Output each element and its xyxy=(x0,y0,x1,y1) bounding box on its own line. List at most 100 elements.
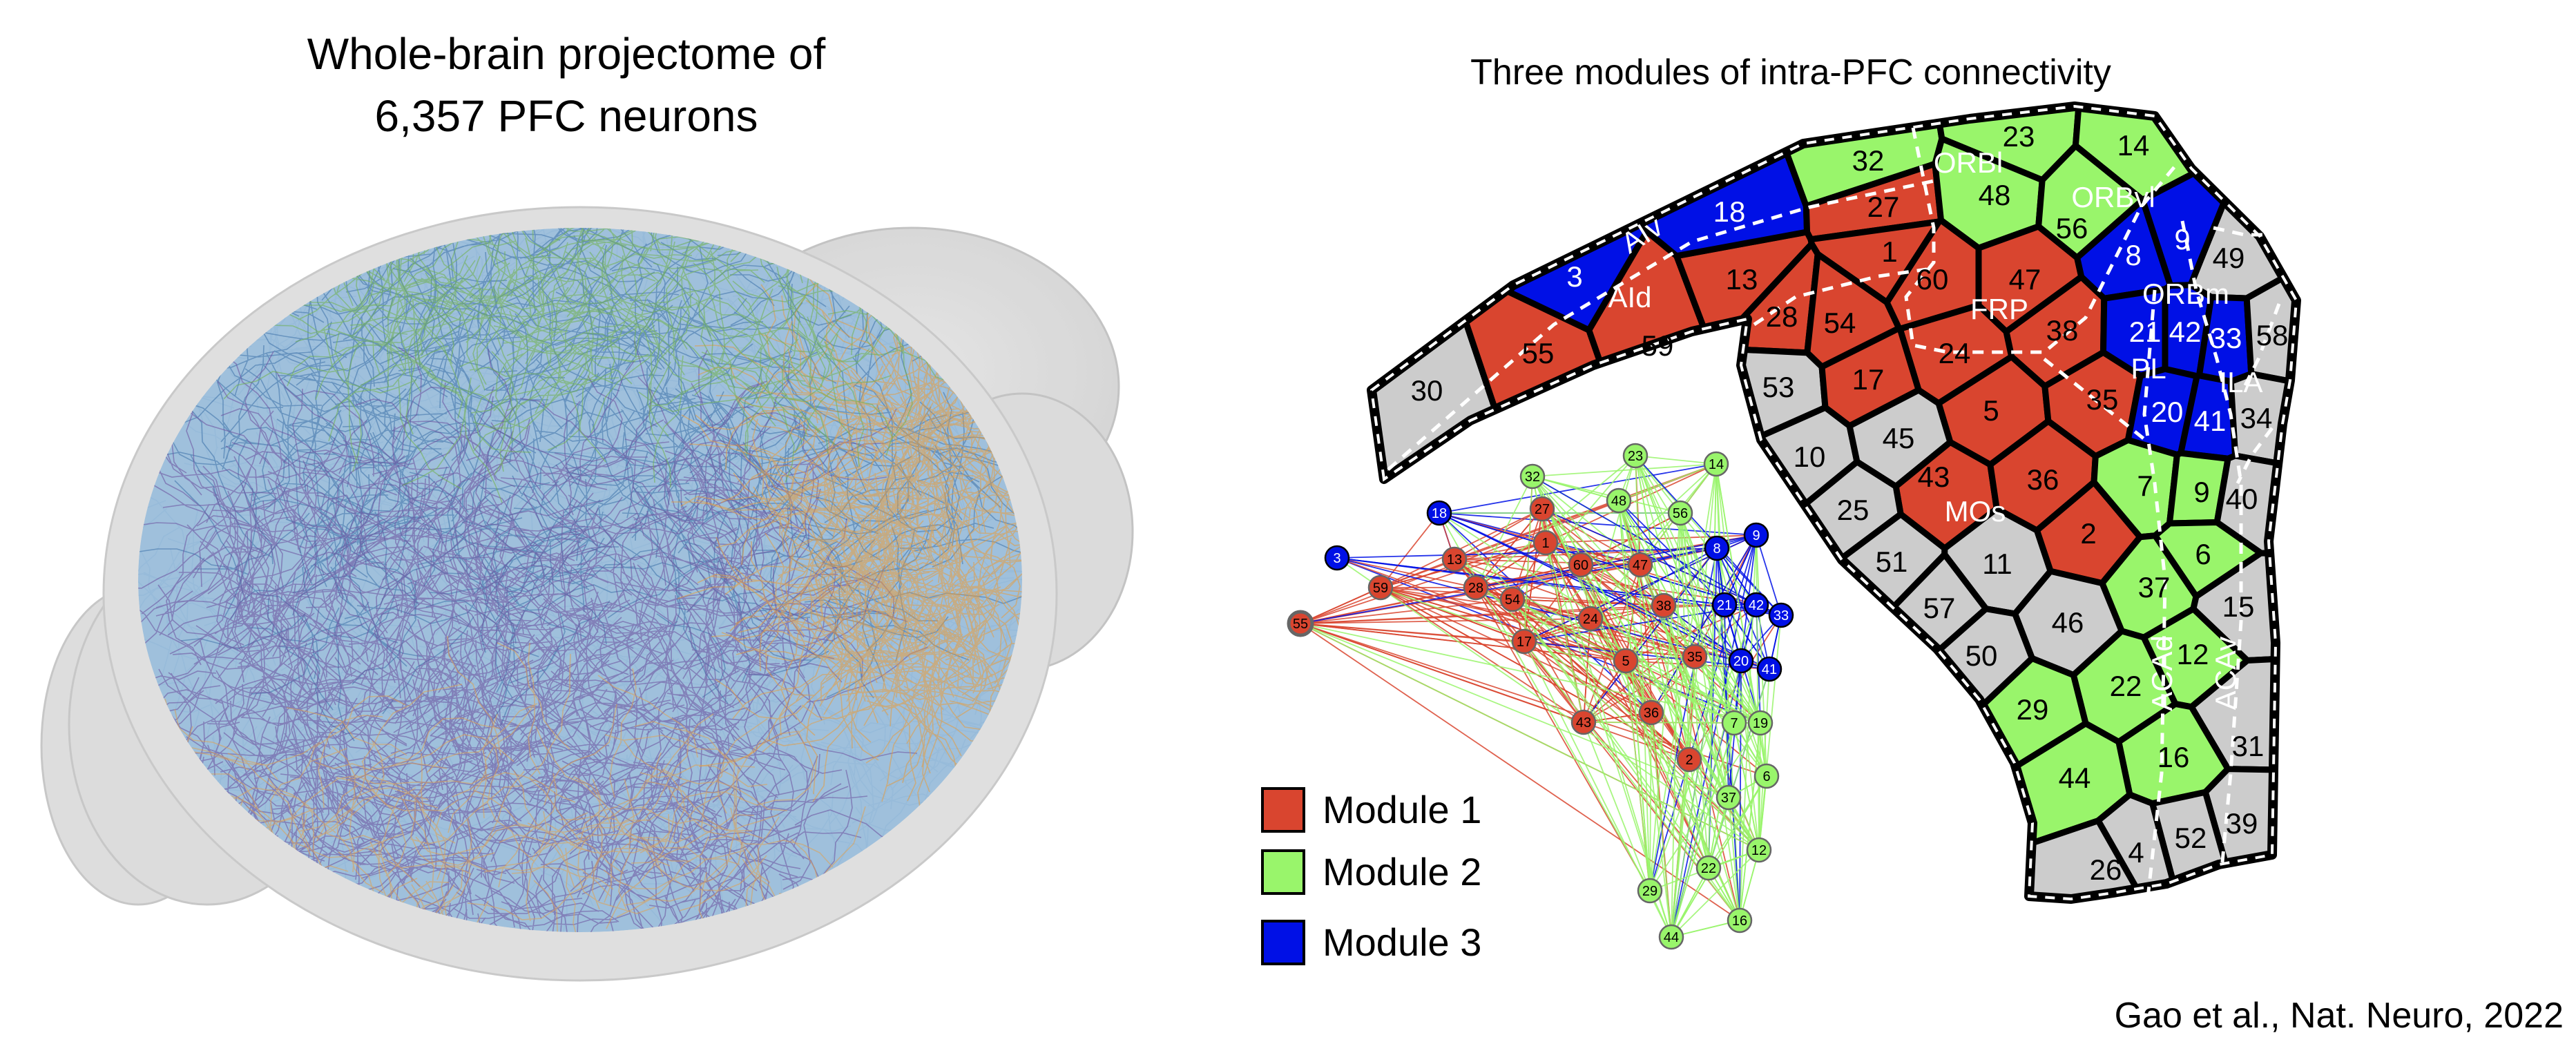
node-label: 33 xyxy=(1774,608,1789,624)
node-circle xyxy=(1682,644,1708,670)
edge-44-to-1 xyxy=(1545,542,1672,938)
node-circle xyxy=(1676,746,1702,773)
flatmap-cell-label: 12 xyxy=(2177,638,2209,670)
edge-2-to-13 xyxy=(1454,559,1690,760)
network-node-55: 55 xyxy=(1287,610,1314,637)
edge-6-to-9 xyxy=(1756,534,1767,777)
flatmap-cell-label: 46 xyxy=(2052,606,2084,639)
node-circle xyxy=(1756,656,1782,682)
edge-14-to-24 xyxy=(1590,463,1717,619)
flatmap-cell-label: 22 xyxy=(2110,670,2142,702)
projections-orange xyxy=(671,253,1022,831)
region-boundary xyxy=(1904,127,2177,354)
node-circle xyxy=(1637,878,1663,904)
flatmap-cell-label: 41 xyxy=(2194,405,2227,437)
node-circle xyxy=(1703,451,1729,477)
network-node-54: 54 xyxy=(1499,586,1526,612)
node-label: 20 xyxy=(1733,654,1749,669)
node-label: 14 xyxy=(1709,457,1724,472)
network-node-12: 12 xyxy=(1746,837,1772,863)
region-label-acav: ACAv xyxy=(2209,637,2242,710)
flatmap-cell-label: 40 xyxy=(2226,483,2258,515)
edge-16-to-19 xyxy=(1739,722,1761,921)
network-node-6: 6 xyxy=(1753,763,1780,789)
edge-27-to-13 xyxy=(1454,508,1543,560)
flatmap-cell-label: 56 xyxy=(2056,212,2088,244)
node-circle xyxy=(1324,545,1350,571)
edge-12-to-41 xyxy=(1758,668,1770,851)
network-node-8: 8 xyxy=(1704,535,1730,561)
network-node-19: 19 xyxy=(1747,710,1774,736)
node-circle xyxy=(1426,500,1452,526)
edge-43-to-54 xyxy=(1512,599,1584,723)
network-node-60: 60 xyxy=(1568,552,1594,578)
node-circle xyxy=(1743,592,1769,618)
edge-9-to-44 xyxy=(1671,534,1757,938)
flatmap-cell-label: 7 xyxy=(2137,470,2153,502)
edge-1-to-28 xyxy=(1475,542,1546,588)
region-label-pl: PL xyxy=(2131,352,2166,385)
network-node-22: 22 xyxy=(1695,855,1722,881)
node-label: 2 xyxy=(1685,753,1693,768)
node-circle xyxy=(1747,710,1774,736)
node-circle xyxy=(1519,463,1546,490)
flatmap-cell-label: 39 xyxy=(2226,807,2258,840)
edge-9-to-33 xyxy=(1756,534,1782,616)
edge-44-to-6 xyxy=(1671,775,1767,938)
edge-60-to-56 xyxy=(1580,512,1681,566)
network-node-48: 48 xyxy=(1606,487,1632,514)
flatmap-cell-label: 51 xyxy=(1876,545,1908,578)
edge-33-to-27 xyxy=(1541,508,1782,616)
edge-8-to-3 xyxy=(1336,548,1718,559)
edge-48-to-32 xyxy=(1532,476,1619,501)
network-node-24: 24 xyxy=(1577,606,1604,632)
flatmap-cell-label: 27 xyxy=(1867,191,1900,223)
edge-24-to-54 xyxy=(1512,599,1591,619)
network-node-28: 28 xyxy=(1463,574,1489,601)
network-node-5: 5 xyxy=(1613,648,1639,674)
edge-12-to-9 xyxy=(1756,534,1760,851)
flatmap-cell-label: 1 xyxy=(1881,235,1897,268)
edge-37-to-38 xyxy=(1663,605,1729,798)
flatmap-cell-label: 58 xyxy=(2256,319,2289,351)
region-boundary xyxy=(1387,177,1941,471)
node-circle xyxy=(1711,592,1738,618)
network-node-21: 21 xyxy=(1711,592,1738,618)
flatmap-cell-label: 20 xyxy=(2151,396,2184,428)
flatmap-cell-label: 37 xyxy=(2138,571,2171,603)
flatmap-cell-label: 36 xyxy=(2027,463,2059,496)
network-node-33: 33 xyxy=(1768,602,1794,628)
network-node-23: 23 xyxy=(1622,443,1649,469)
flatmap-cell-label: 43 xyxy=(1918,461,1950,493)
node-label: 54 xyxy=(1505,592,1520,608)
edge-22-to-41 xyxy=(1708,668,1770,869)
flatmap-cell-label: 60 xyxy=(1916,263,1949,296)
node-label: 27 xyxy=(1535,502,1550,517)
network-node-38: 38 xyxy=(1651,592,1677,619)
node-label: 42 xyxy=(1749,598,1764,613)
edge-48-to-14 xyxy=(1618,463,1717,501)
legend-swatch xyxy=(1261,849,1305,895)
edge-54-to-55 xyxy=(1300,599,1513,624)
node-circle xyxy=(1715,784,1742,811)
network-node-36: 36 xyxy=(1638,699,1664,726)
edge-7-to-23 xyxy=(1635,455,1735,724)
node-label: 38 xyxy=(1656,599,1671,614)
network-node-16: 16 xyxy=(1727,907,1753,934)
edge-27-to-28 xyxy=(1475,508,1543,588)
flatmap-cell-label: 33 xyxy=(2210,322,2242,354)
edge-32-to-56 xyxy=(1532,476,1681,514)
node-label: 29 xyxy=(1642,884,1657,899)
node-label: 48 xyxy=(1611,494,1626,509)
edge-9-to-36 xyxy=(1651,534,1757,713)
flatmap-cell-label: 28 xyxy=(1766,300,1798,333)
node-label: 12 xyxy=(1751,843,1767,858)
edge-44-to-22 xyxy=(1671,867,1709,938)
edge-43-to-24 xyxy=(1583,618,1591,723)
network-node-17: 17 xyxy=(1511,628,1537,655)
flatmap-cell-label: 59 xyxy=(1642,329,1674,362)
node-circle xyxy=(1651,592,1677,619)
network-node-27: 27 xyxy=(1529,496,1555,522)
right-title: Three modules of intra-PFC connectivity xyxy=(1470,52,2111,93)
